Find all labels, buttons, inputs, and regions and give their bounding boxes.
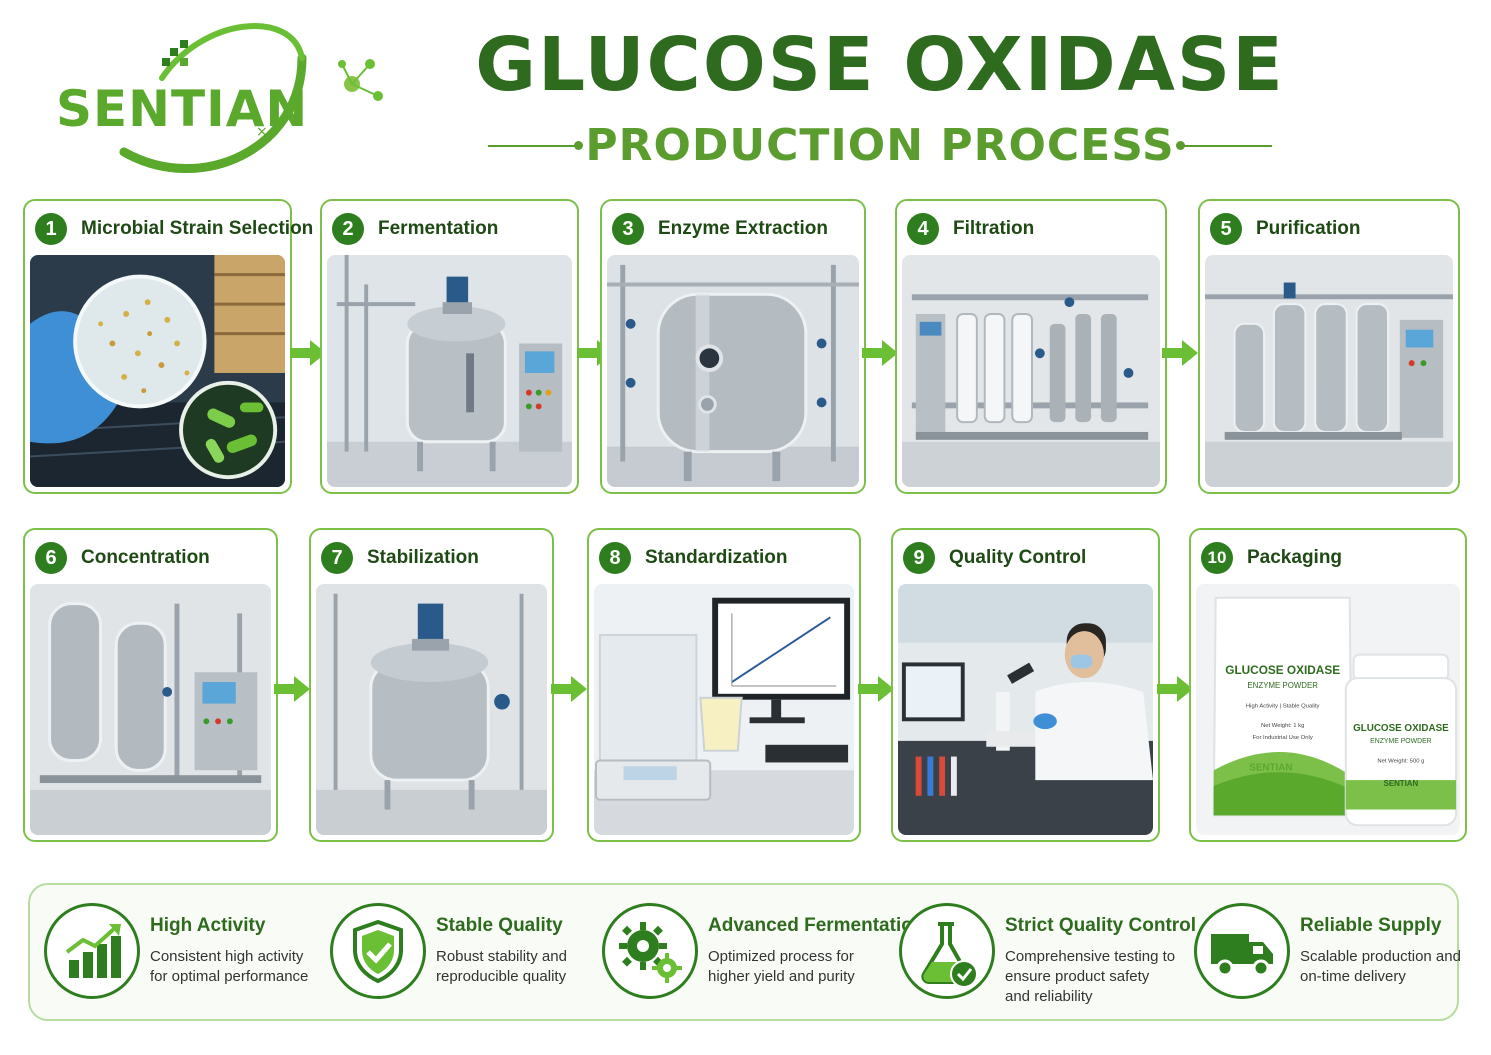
bag-brand: SENTIAN <box>1249 762 1292 773</box>
feature-icon-circle <box>1194 903 1290 999</box>
step-title: Microbial Strain Selection <box>81 218 314 239</box>
product-packaging-image: GLUCOSE OXIDASE ENZYME POWDER High Activ… <box>1196 584 1460 835</box>
step-number-badge: 8 <box>599 542 631 574</box>
feature-title: High Activity <box>150 915 266 936</box>
shield-check-icon <box>353 919 403 984</box>
bag-line-1: High Activity | Stable Quality <box>1246 704 1320 710</box>
feature-description: Robust stability and reproducible qualit… <box>436 948 567 985</box>
step-number-badge: 7 <box>321 542 353 574</box>
extraction-vessel-image <box>607 255 859 487</box>
feature-icon-circle <box>899 903 995 999</box>
bag-subtitle: ENZYME POWDER <box>1247 681 1318 690</box>
step-title: Stabilization <box>367 547 479 568</box>
fermentation-tank-image <box>327 255 572 487</box>
purification-columns-image <box>1205 255 1453 487</box>
step-card-2[interactable]: 2 Fermentation <box>320 199 579 494</box>
step-title: Packaging <box>1247 547 1343 568</box>
filtration-unit-image <box>902 255 1160 487</box>
feature-title: Advanced Fermentation <box>708 915 925 936</box>
step-title: Purification <box>1256 218 1361 239</box>
bag-title: GLUCOSE OXIDASE <box>1225 664 1340 677</box>
feature-advanced-fermentation: Advanced Fermentation Optimized process … <box>588 885 924 1023</box>
flow-arrow-icon <box>862 340 898 366</box>
step-card-7[interactable]: 7 Stabilization <box>309 528 554 842</box>
bar-chart-growth-icon <box>65 924 121 978</box>
feature-high-activity: High Activity Consistent high activity f… <box>30 885 320 1023</box>
flow-arrow-icon <box>858 676 894 702</box>
step-number-badge: 3 <box>612 213 644 245</box>
subtitle-dot-right <box>1176 141 1185 150</box>
flow-arrow-icon <box>551 676 587 702</box>
features-panel: High Activity Consistent high activity f… <box>28 883 1461 1023</box>
flow-arrow-icon <box>290 340 326 366</box>
step-number-badge: 6 <box>35 542 67 574</box>
step-title: Quality Control <box>949 547 1087 568</box>
bag-line-2: Net Weight: 1 kg <box>1261 723 1304 729</box>
step-number-badge: 9 <box>903 542 935 574</box>
step-card-4[interactable]: 4 Filtration <box>895 199 1167 494</box>
step-card-3[interactable]: 3 Enzyme Extraction <box>600 199 866 494</box>
step-title: Filtration <box>953 218 1035 239</box>
page-title: GLUCOSE OXIDASE <box>475 22 1285 108</box>
feature-description: Scalable production and on-time delivery <box>1300 948 1461 985</box>
feature-description: Comprehensive testing to ensure product … <box>1005 948 1176 1005</box>
page-subtitle: PRODUCTION PROCESS <box>585 120 1175 171</box>
gears-icon <box>619 922 682 983</box>
jar-brand: SENTIAN <box>1384 779 1419 788</box>
feature-strict-quality-control: Strict Quality Control Comprehensive tes… <box>885 885 1196 1023</box>
step-number-badge: 4 <box>907 213 939 245</box>
step-number-badge: 5 <box>1210 213 1242 245</box>
jar-subtitle: ENZYME POWDER <box>1370 738 1432 745</box>
feature-description: Consistent high activity for optimal per… <box>150 948 309 985</box>
delivery-truck-icon <box>1211 934 1273 977</box>
step-number-badge: 1 <box>35 213 67 245</box>
feature-icon-circle <box>330 903 426 999</box>
step-card-10[interactable]: 10 Packaging GLUCOSE OXIDASE ENZYME POWD… <box>1189 528 1467 842</box>
subtitle-row: PRODUCTION PROCESS <box>488 120 1272 171</box>
subtitle-divider-left <box>488 145 580 147</box>
feature-title: Reliable Supply <box>1300 915 1442 936</box>
step-card-9[interactable]: 9 Quality Control <box>891 528 1160 842</box>
feature-title: Stable Quality <box>436 915 563 936</box>
svg-text:×: × <box>256 124 268 140</box>
step-title: Enzyme Extraction <box>658 218 828 239</box>
subtitle-dot-left <box>574 141 583 150</box>
petri-dish-image <box>30 255 285 487</box>
step-card-5[interactable]: 5 Purification <box>1198 199 1460 494</box>
feature-title: Strict Quality Control <box>1005 915 1197 936</box>
step-title: Fermentation <box>378 218 499 239</box>
step-card-6[interactable]: 6 Concentration <box>23 528 278 842</box>
feature-reliable-supply: Reliable Supply Scalable production and … <box>1180 885 1461 1023</box>
flask-check-icon <box>921 922 978 988</box>
flow-arrow-icon <box>1162 340 1198 366</box>
scientist-microscope-image <box>898 584 1153 835</box>
jar-line-1: Net Weight: 500 g <box>1377 758 1424 764</box>
sentian-logo: × SENTIAN <box>52 18 392 178</box>
subtitle-divider-right <box>1182 145 1272 147</box>
step-title: Concentration <box>81 547 210 568</box>
concentration-tanks-image <box>30 584 271 835</box>
logo-swoosh-icon: × <box>119 23 383 173</box>
flow-arrow-icon <box>274 676 310 702</box>
logo-wordmark: SENTIAN <box>56 80 309 138</box>
balance-and-monitor-image <box>594 584 854 835</box>
step-number-badge: 2 <box>332 213 364 245</box>
step-card-8[interactable]: 8 Standardization <box>587 528 861 842</box>
stabilization-tank-image <box>316 584 547 835</box>
step-card-1[interactable]: 1 Microbial Strain Selection <box>23 199 313 494</box>
flow-arrow-icon <box>1157 676 1193 702</box>
bag-line-3: For Industrial Use Only <box>1253 735 1313 741</box>
step-title: Standardization <box>645 547 788 568</box>
jar-title: GLUCOSE OXIDASE <box>1353 723 1449 734</box>
feature-icon-circle <box>602 903 698 999</box>
feature-stable-quality: Stable Quality Robust stability and repr… <box>316 885 606 1023</box>
step-number-badge: 10 <box>1201 542 1233 574</box>
feature-description: Optimized process for higher yield and p… <box>708 948 855 985</box>
feature-icon-circle <box>44 903 140 999</box>
